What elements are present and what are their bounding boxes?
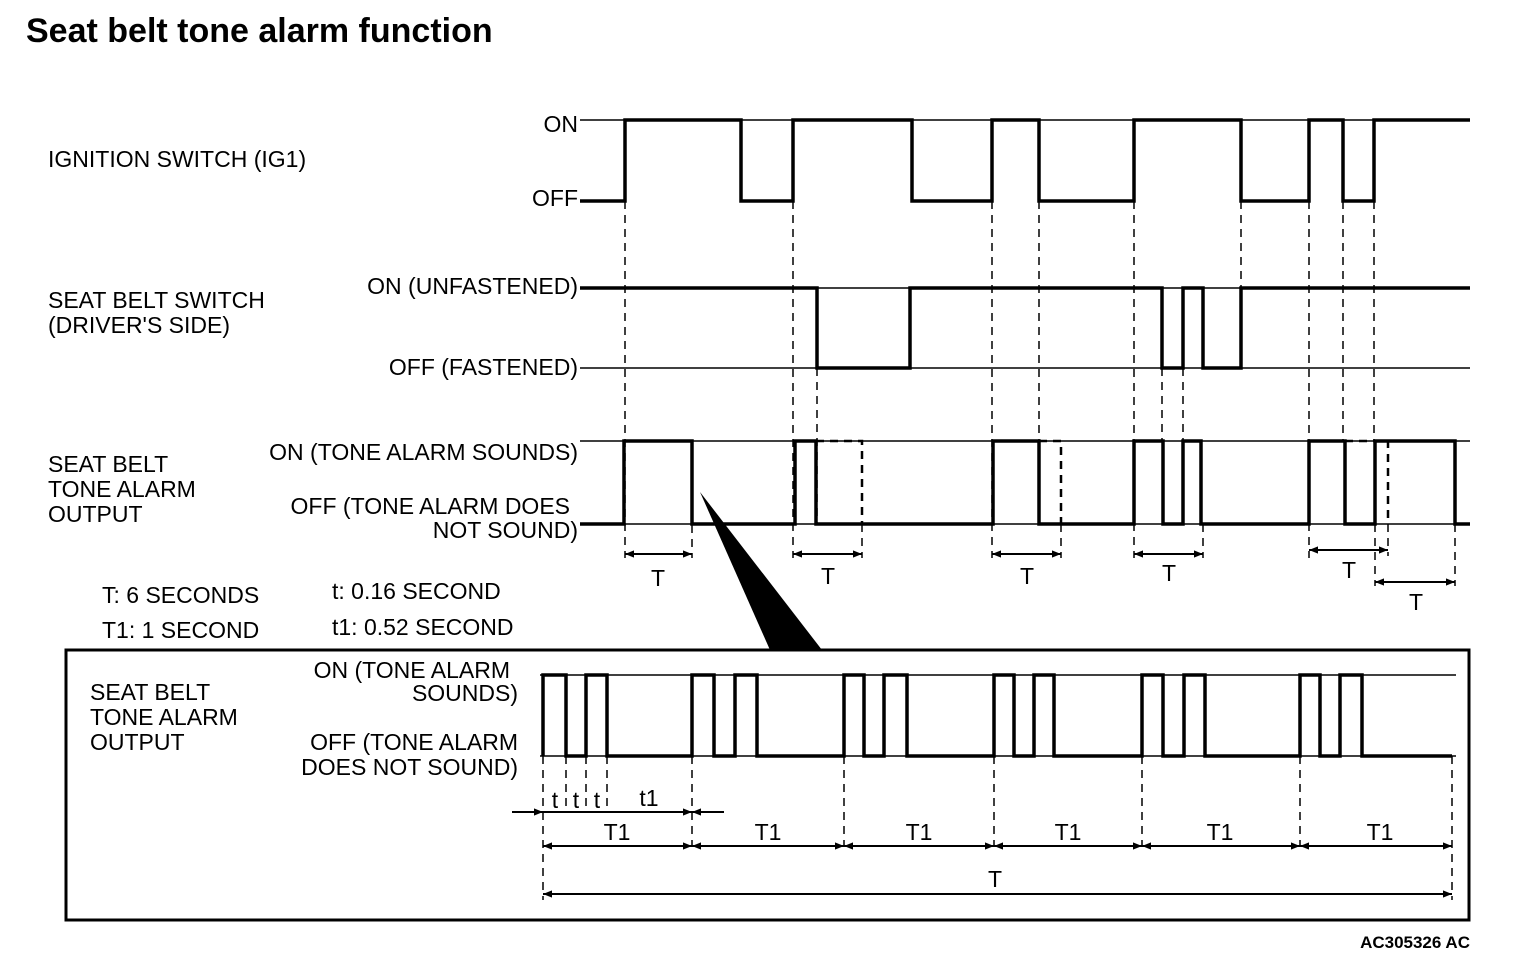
detail-T1-label-1: T1 — [604, 819, 631, 845]
detail-row-label-1: SEAT BELT — [90, 679, 210, 705]
legend-t1: t1: 0.52 SECOND — [332, 614, 514, 640]
seatbelt-on-label: ON (UNFASTENED) — [367, 273, 578, 299]
seatbelt-row-label-2: (DRIVER'S SIDE) — [48, 312, 230, 338]
zoom-pointer — [700, 492, 822, 650]
ignition-row-label: IGNITION SWITCH (IG1) — [48, 146, 306, 172]
detail-off-label-1: OFF (TONE ALARM — [310, 729, 518, 755]
figure-code: AC305326 AC — [1360, 933, 1470, 952]
seatbelt-waveform — [580, 286, 1470, 370]
period-label-2: T — [821, 563, 835, 589]
detail-T1-label-2: T1 — [755, 819, 782, 845]
detail-t-label-1: t — [552, 787, 559, 813]
period-label-4: T — [1162, 560, 1176, 586]
alarm-off-label-1: OFF (TONE ALARM DOES — [291, 493, 570, 519]
detail-box — [64, 648, 1471, 922]
detail-alarm-waveform — [541, 673, 1452, 758]
ignition-on-label: ON — [544, 111, 579, 137]
period-label-5: T — [1342, 557, 1356, 583]
legend-T: T: 6 SECONDS — [102, 582, 259, 608]
period-dimensions — [625, 546, 1455, 586]
legend-T1: T1: 1 SECOND — [102, 617, 259, 643]
legend-t: t: 0.16 SECOND — [332, 578, 501, 604]
detail-T1-label-3: T1 — [906, 819, 933, 845]
detail-row-label-3: OUTPUT — [90, 729, 185, 755]
detail-on-label-1: ON (TONE ALARM — [314, 657, 510, 683]
detail-row-label-2: TONE ALARM — [90, 704, 238, 730]
detail-T1-label-5: T1 — [1207, 819, 1234, 845]
detail-t-label-2: t — [573, 787, 580, 813]
alarm-on-label: ON (TONE ALARM SOUNDS) — [269, 439, 578, 465]
period-label-1: T — [651, 565, 665, 591]
alarm-waveform — [580, 439, 1470, 526]
detail-t-label-3: t — [594, 787, 601, 813]
ignition-waveform — [580, 118, 1470, 203]
detail-on-label-2: SOUNDS) — [412, 680, 518, 706]
detail-T1-label-4: T1 — [1055, 819, 1082, 845]
detail-off-label-2: DOES NOT SOUND) — [301, 754, 518, 780]
alarm-off-label-2: NOT SOUND) — [433, 517, 578, 543]
alarm-row-label-1: SEAT BELT — [48, 451, 168, 477]
detail-reference-lines — [542, 756, 1453, 900]
detail-T1-label-6: T1 — [1367, 819, 1394, 845]
period-label-3: T — [1020, 563, 1034, 589]
baselines — [580, 119, 1470, 525]
alarm-dashed-extensions — [816, 439, 1390, 524]
detail-t1-label: t1 — [639, 785, 658, 811]
reference-lines — [624, 201, 1456, 586]
period-label-6: T — [1409, 589, 1423, 615]
seatbelt-off-label: OFF (FASTENED) — [389, 354, 578, 380]
alarm-row-label-2: TONE ALARM — [48, 476, 196, 502]
alarm-row-label-3: OUTPUT — [48, 501, 143, 527]
detail-T-label: T — [988, 866, 1002, 892]
seatbelt-row-label-1: SEAT BELT SWITCH — [48, 287, 265, 313]
page-title: Seat belt tone alarm function — [26, 12, 493, 50]
ignition-off-label: OFF — [532, 185, 578, 211]
